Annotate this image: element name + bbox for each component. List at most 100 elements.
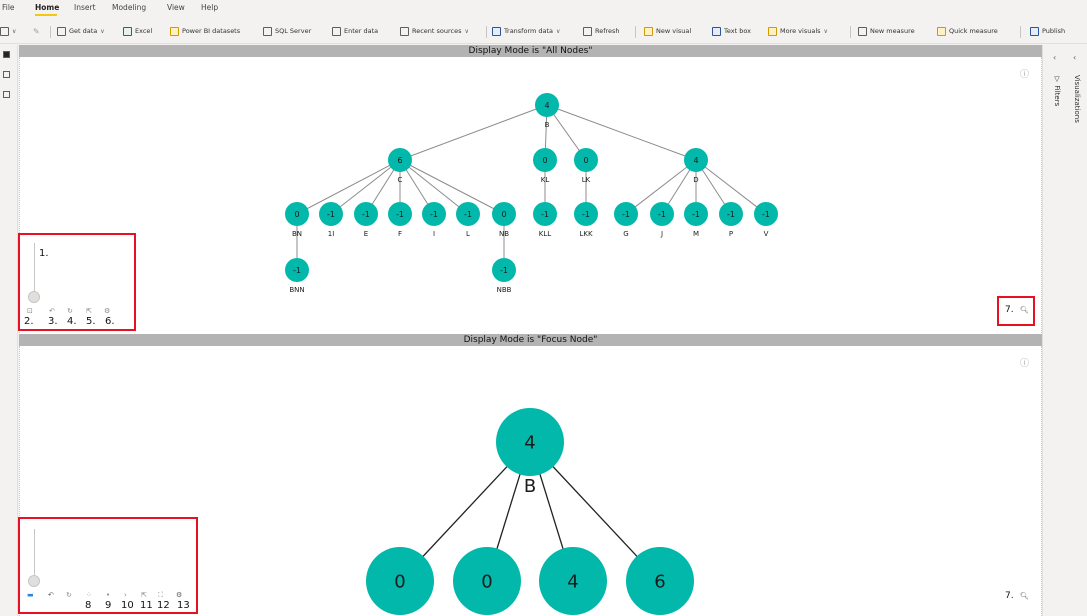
tree-node-LK[interactable]: 0LK	[574, 148, 598, 184]
tree-node-M[interactable]: -1M	[684, 202, 708, 238]
new-measure-button[interactable]: New measure	[858, 25, 915, 37]
tree-node-circle[interactable]	[285, 202, 309, 226]
tree-node-circle[interactable]	[539, 547, 607, 615]
tree-node-B[interactable]: 4B	[535, 93, 559, 129]
tree-node-P[interactable]: -1P	[719, 202, 743, 238]
data-view-icon[interactable]	[3, 71, 10, 78]
collapse-visualizations-icon[interactable]: ‹	[1073, 53, 1077, 62]
tree-node-D[interactable]: 4D	[539, 547, 607, 616]
collapse-filters-icon[interactable]: ‹	[1053, 53, 1057, 62]
tree-node-circle[interactable]	[354, 202, 378, 226]
tree-node-KL[interactable]: 0KL	[366, 547, 434, 616]
tree-node-F[interactable]: -1F	[388, 202, 412, 238]
zoom-slider-thumb[interactable]	[28, 291, 40, 303]
tree-node-circle[interactable]	[456, 202, 480, 226]
tree-node-I[interactable]: -1I	[422, 202, 446, 238]
tree-node-G[interactable]: -1G	[614, 202, 638, 238]
publish-button[interactable]: Publish	[1030, 25, 1065, 37]
zoom-slider-track[interactable]	[34, 529, 35, 579]
format-painter-button[interactable]: ✎	[33, 25, 40, 37]
tree-node-circle[interactable]	[285, 258, 309, 282]
text-box-button[interactable]: Text box	[712, 25, 751, 37]
reset-icon[interactable]: ↻	[67, 307, 73, 315]
enter-data-button[interactable]: Enter data	[332, 25, 378, 37]
export-icon[interactable]: ⇱	[86, 307, 92, 315]
tree-node-circle[interactable]	[574, 148, 598, 172]
refresh-button[interactable]: Refresh	[583, 25, 620, 37]
tree-node-circle[interactable]	[388, 148, 412, 172]
expand-icon[interactable]: ⁘	[86, 591, 92, 599]
excel-button[interactable]: Excel	[123, 25, 152, 37]
zoom-slider-thumb[interactable]	[28, 575, 40, 587]
tree-graph-all-nodes[interactable]: 4B6C0KL0LK4D0BN-11I-1E-1F-1I-1L0NB-1KLL-…	[20, 57, 1041, 333]
zoom-icon[interactable]: 🔍︎	[1020, 592, 1029, 600]
zoom-slider-track[interactable]	[34, 243, 35, 295]
dot-icon[interactable]: •	[106, 591, 111, 599]
menu-view[interactable]: View	[167, 3, 185, 12]
undo-icon[interactable]: ↶	[49, 307, 55, 315]
tree-node-BN[interactable]: 0BN	[285, 202, 309, 238]
tree-node-circle[interactable]	[574, 202, 598, 226]
recent-sources-button[interactable]: Recent sources∨	[400, 25, 469, 37]
settings-icon[interactable]: ⚙	[104, 307, 111, 315]
info-icon[interactable]: ⓘ	[1020, 70, 1030, 80]
reset-icon[interactable]: ↻	[66, 591, 72, 599]
tree-node-circle[interactable]	[533, 148, 557, 172]
settings-icon[interactable]: ⚙	[176, 591, 183, 599]
tree-node-circle[interactable]	[492, 258, 516, 282]
undo-icon[interactable]: ↶	[48, 591, 54, 599]
tree-node-circle[interactable]	[684, 148, 708, 172]
tree-node-circle[interactable]	[496, 408, 564, 476]
menu-modeling[interactable]: Modeling	[112, 3, 147, 12]
tree-node-LK[interactable]: 0LK	[453, 547, 521, 616]
more-visuals-button[interactable]: More visuals∨	[768, 25, 828, 37]
export-icon[interactable]: ⇱	[141, 591, 147, 599]
tree-node-D[interactable]: 4D	[684, 148, 708, 184]
tree-node-circle[interactable]	[319, 202, 343, 226]
new-visual-button[interactable]: New visual	[644, 25, 691, 37]
next-icon[interactable]: ›	[124, 591, 127, 599]
tree-node-circle[interactable]	[719, 202, 743, 226]
tree-node-circle[interactable]	[366, 547, 434, 615]
tree-node-B[interactable]: 4B	[496, 408, 564, 497]
menu-help[interactable]: Help	[201, 3, 219, 12]
tree-node-C[interactable]: 6C	[626, 547, 694, 616]
tree-node-circle[interactable]	[684, 202, 708, 226]
powerbi-datasets-button[interactable]: Power BI datasets	[170, 25, 240, 37]
tree-node-circle[interactable]	[614, 202, 638, 226]
tree-node-circle[interactable]	[626, 547, 694, 615]
fit-screen-icon[interactable]: ⛶	[158, 591, 163, 599]
tree-node-KL[interactable]: 0KL	[533, 148, 557, 184]
tree-node-L[interactable]: -1L	[456, 202, 480, 238]
visualizations-pane-tab[interactable]: Visualizations	[1073, 75, 1081, 123]
tree-node-V[interactable]: -1V	[754, 202, 778, 238]
sql-server-button[interactable]: SQL Server	[263, 25, 311, 37]
tree-node-circle[interactable]	[535, 93, 559, 117]
transform-data-button[interactable]: Transform data∨	[492, 25, 560, 37]
tree-node-J[interactable]: -1J	[650, 202, 674, 238]
tree-graph-focus-node[interactable]: 4B 0KL 0LK 4D 6C	[20, 346, 1041, 616]
tree-node-circle[interactable]	[650, 202, 674, 226]
paste-button[interactable]: ∨	[0, 25, 16, 37]
panel2-visual[interactable]: ⓘ 4B0KL0LK4D6C ▬ ↶ ↻ ⁘ • › ⇱ ⛶ ⚙ 8 9 10 …	[18, 346, 1042, 616]
menu-file[interactable]: File	[2, 3, 15, 12]
tree-node-circle[interactable]	[422, 202, 446, 226]
fit-icon[interactable]: ▬	[27, 591, 34, 599]
quick-measure-button[interactable]: Quick measure	[937, 25, 998, 37]
menu-home[interactable]: Home	[35, 3, 60, 12]
filters-pane-tab[interactable]: ▽ Filters	[1053, 75, 1061, 106]
report-view-icon[interactable]	[3, 51, 10, 58]
info-icon[interactable]: ⓘ	[1020, 359, 1030, 369]
tree-node-circle[interactable]	[492, 202, 516, 226]
tree-node-circle[interactable]	[754, 202, 778, 226]
get-data-button[interactable]: Get data∨	[57, 25, 105, 37]
tree-node-1I[interactable]: -11I	[319, 202, 343, 238]
tree-node-E[interactable]: -1E	[354, 202, 378, 238]
menu-insert[interactable]: Insert	[74, 3, 96, 12]
tree-node-circle[interactable]	[533, 202, 557, 226]
